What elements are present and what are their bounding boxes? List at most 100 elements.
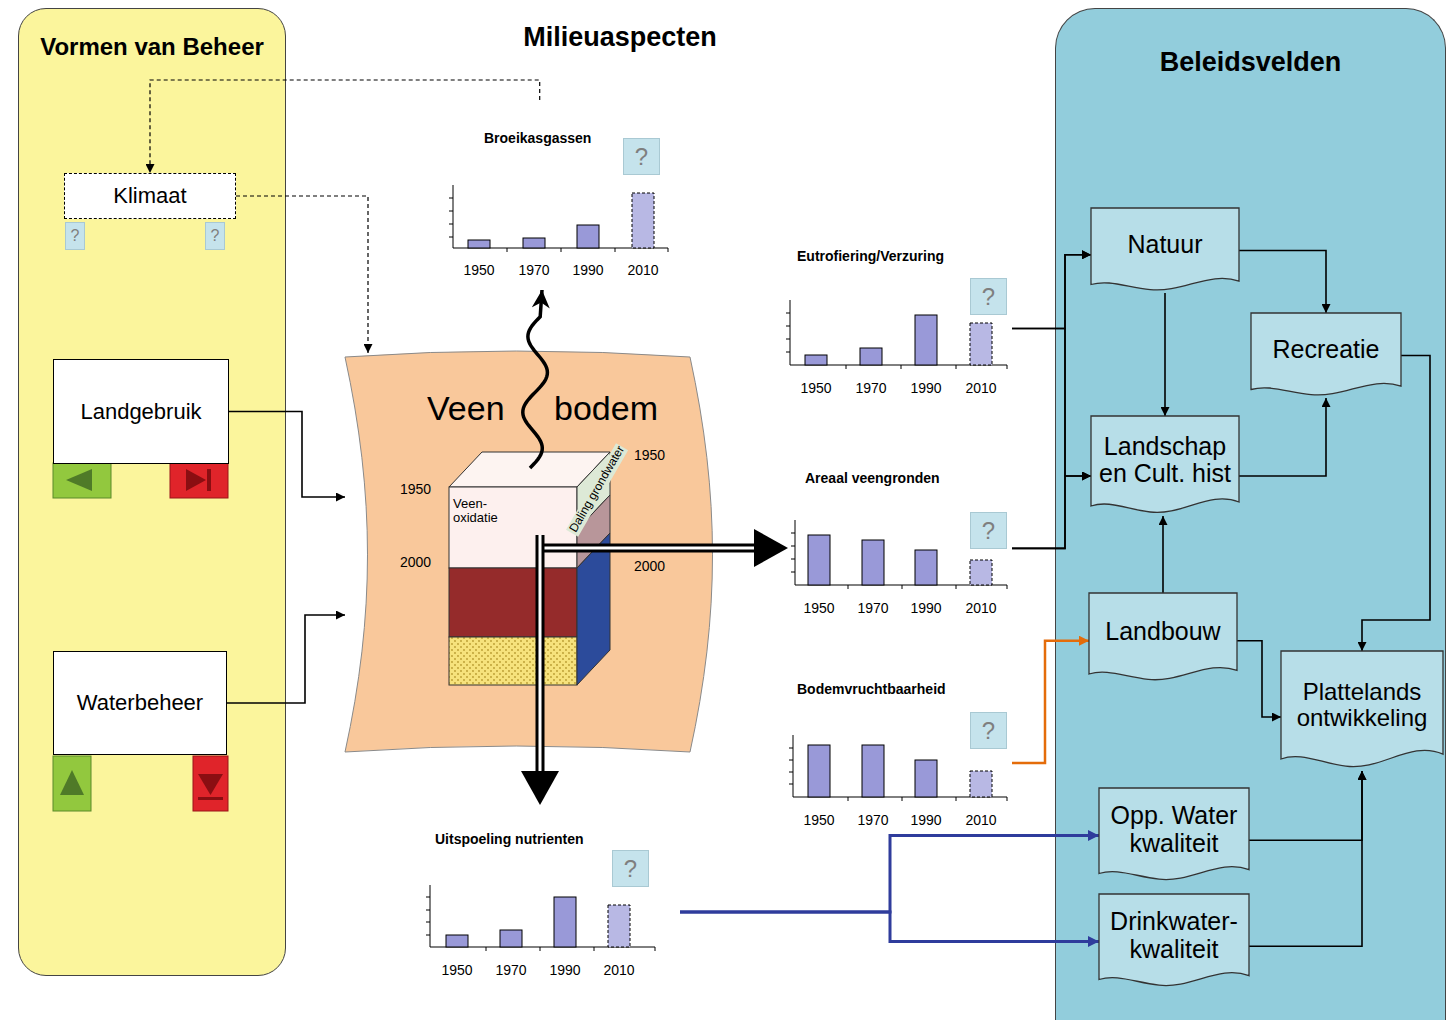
- connector: [1163, 516, 1164, 593]
- connector: [523, 290, 548, 468]
- help-button: ?: [623, 138, 660, 175]
- node-label: Plattelands ontwikkeling: [1287, 679, 1437, 732]
- chart-panel: Eutrofiering/Verzuring: [788, 240, 1012, 400]
- connector: [1012, 255, 1091, 549]
- policy-box: Recreatie: [1251, 313, 1401, 398]
- bar-chart: [805, 355, 827, 365]
- year-label: 1990: [904, 600, 948, 616]
- connector: [680, 912, 1099, 942]
- bar-chart: [426, 885, 655, 951]
- bar-chart: [915, 760, 937, 797]
- node-label: Klimaat: [113, 183, 186, 208]
- arrowhead: [521, 771, 559, 805]
- document-shape: [1281, 651, 1443, 767]
- connector: [236, 196, 368, 353]
- peat-cube: [449, 568, 577, 637]
- chart-title: Broeikasgassen: [484, 130, 591, 146]
- connector: [1249, 771, 1362, 840]
- chart-title: Uitspoeling nutrienten: [435, 831, 584, 847]
- connector: [680, 836, 1099, 912]
- document-shape: [1089, 593, 1237, 680]
- policy-box: Natuur: [1091, 208, 1239, 293]
- connector: [1012, 476, 1091, 548]
- control-button: [53, 463, 228, 811]
- year-label: 1950: [457, 262, 501, 278]
- help-button: ?: [970, 278, 1007, 315]
- connector: [1239, 398, 1326, 476]
- control-button: [198, 774, 223, 795]
- connector: [680, 912, 1099, 942]
- connector: [680, 836, 1099, 912]
- chart-title: Areaal veengronden: [805, 470, 940, 486]
- connector: [523, 290, 548, 468]
- node-label: Waterbeheer: [77, 690, 203, 715]
- control-button: [186, 469, 206, 491]
- connector: [227, 615, 345, 703]
- bar-chart: [862, 540, 884, 585]
- bar-chart: [446, 935, 468, 947]
- connector: [1012, 255, 1091, 329]
- year-label: 1950: [797, 600, 841, 616]
- control-button: [53, 756, 91, 811]
- year-label: 2010: [597, 962, 641, 978]
- policy-box: Opp. Water kwaliteit: [1099, 788, 1249, 883]
- year-label: 1970: [512, 262, 556, 278]
- document-shape: [1099, 788, 1249, 880]
- bar-chart: [970, 771, 992, 797]
- year-label: 1990: [543, 962, 587, 978]
- control-box: Landgebruik: [53, 359, 229, 464]
- year-label: 1990: [566, 262, 610, 278]
- control-button: [170, 463, 228, 498]
- process-label: Veen-oxidatie: [453, 497, 513, 526]
- connector: [1164, 293, 1166, 416]
- connector: [1362, 356, 1430, 652]
- policy-box: Plattelands ontwikkeling: [1281, 651, 1443, 771]
- peat-cube: [449, 452, 610, 685]
- connector: [1012, 641, 1089, 763]
- connector: [229, 412, 345, 498]
- help-button: ?: [205, 222, 225, 250]
- node-label: Landbouw: [1105, 618, 1220, 646]
- control-button: [207, 469, 211, 491]
- bar-chart: [608, 905, 630, 947]
- year-label: 1990: [904, 812, 948, 828]
- bar-chart: [915, 315, 937, 365]
- node-label: Recreatie: [1273, 336, 1380, 364]
- panel-heading: Vormen van Beheer: [40, 33, 264, 61]
- policy-box: Drinkwater-kwaliteit: [1099, 894, 1249, 989]
- bar-chart: [915, 550, 937, 585]
- year-label: 2010: [621, 262, 665, 278]
- help-button: ?: [612, 850, 649, 887]
- connector: [521, 535, 559, 805]
- policy-box: Landschap en Cult. hist: [1091, 416, 1239, 516]
- connector: [150, 80, 540, 173]
- connector: [1239, 398, 1326, 476]
- document-shape: [1091, 208, 1239, 290]
- connector: [1239, 251, 1326, 314]
- chart-title: Bodemvruchtbaarheid: [797, 681, 946, 697]
- bar-chart: [468, 240, 490, 248]
- year-label: 1970: [851, 812, 895, 828]
- connector: [227, 615, 345, 703]
- section-heading: Milieuaspecten: [490, 22, 750, 53]
- year-label: 1950: [435, 962, 479, 978]
- help-button: ?: [970, 512, 1007, 549]
- connector: [540, 547, 754, 550]
- connector: [1249, 771, 1362, 946]
- bar-chart: [500, 930, 522, 947]
- bar-chart: [449, 185, 668, 252]
- help-button: ?: [970, 712, 1007, 749]
- document-shape: [1091, 416, 1239, 512]
- connector: [1165, 293, 1166, 416]
- year-label: 1970: [489, 962, 533, 978]
- connector: [1249, 771, 1362, 840]
- year-label: 1970: [849, 380, 893, 396]
- connector: [1012, 255, 1091, 329]
- control-button: [60, 770, 84, 795]
- connector: [1362, 356, 1430, 652]
- year-marker: 2000: [634, 558, 678, 574]
- connector: [229, 412, 345, 498]
- node-label: Veen bodem: [427, 389, 658, 428]
- arrowhead: [754, 529, 788, 567]
- connector: [539, 535, 542, 771]
